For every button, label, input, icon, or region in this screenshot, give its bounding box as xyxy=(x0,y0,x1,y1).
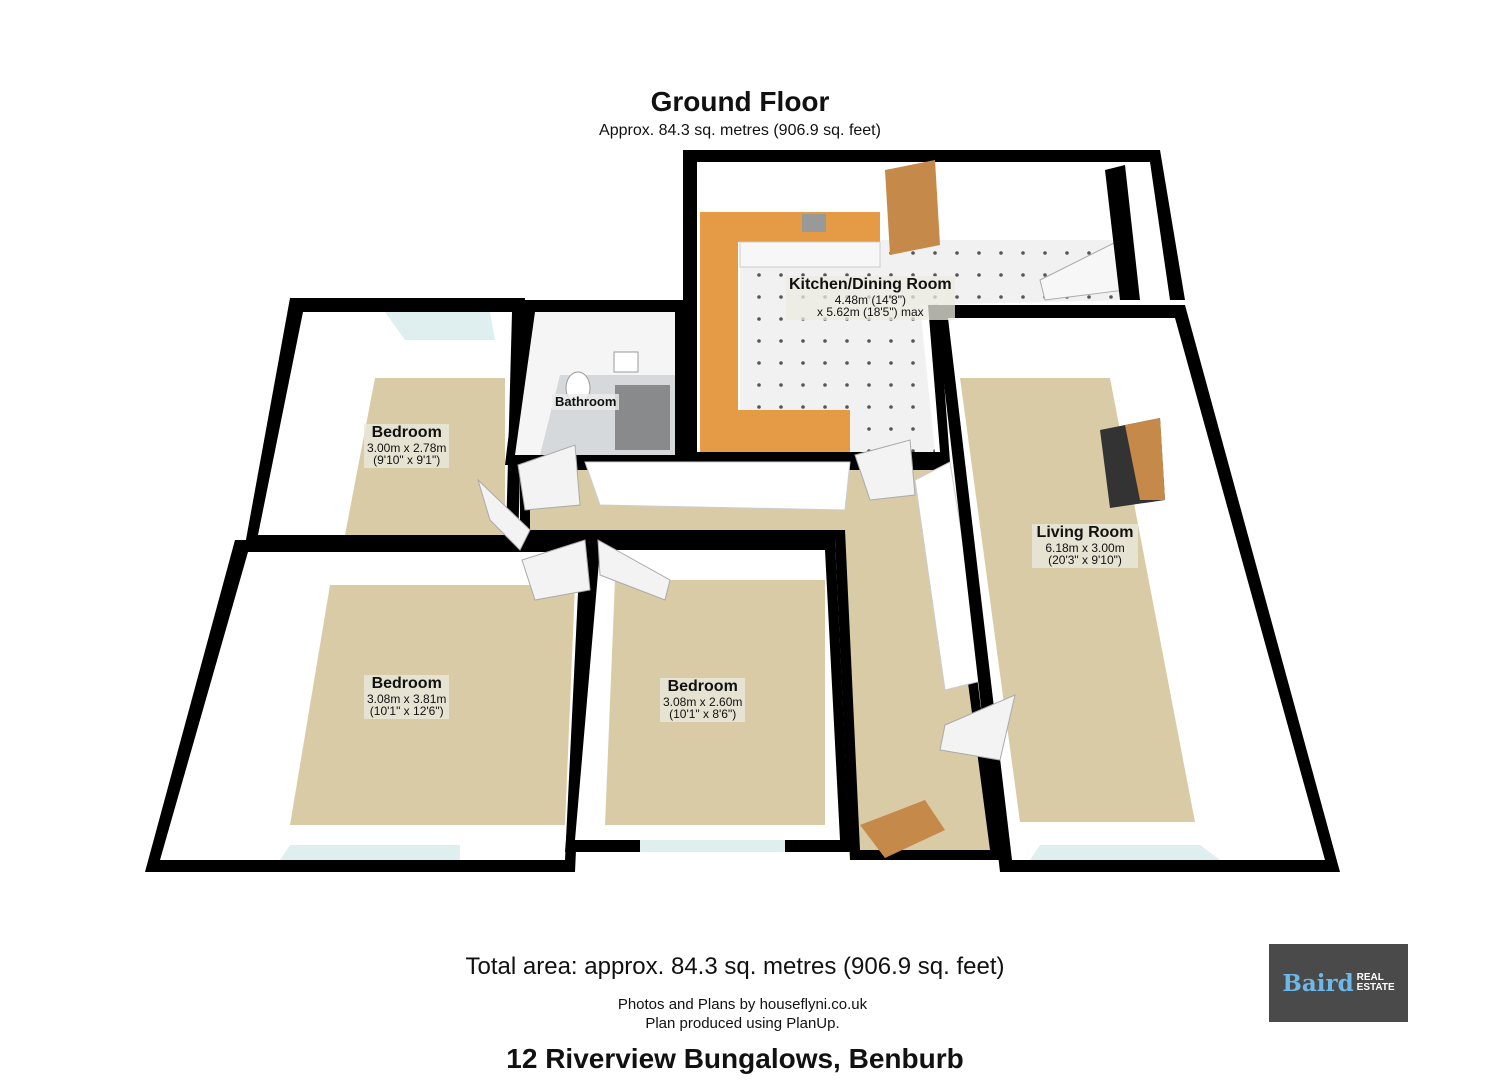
radiator xyxy=(939,694,1016,761)
room-label-living: Living Room 6.18m x 3.00m (20'3" x 9'10"… xyxy=(1032,524,1138,568)
bedroom-door xyxy=(521,539,591,601)
bedroom-door xyxy=(476,478,531,551)
room-dimension: 3.00m x 2.78m xyxy=(367,440,447,455)
room-label-bathroom: Bathroom xyxy=(552,394,620,410)
room-dimension: (10'1" x 8'6") xyxy=(669,707,737,722)
room-label-bedroom-1: Bedroom 3.00m x 2.78m (9'10" x 9'1") xyxy=(364,424,450,468)
room-dimension: 6.18m x 3.00m xyxy=(1045,540,1125,555)
logo-brand: Baird xyxy=(1282,969,1354,997)
hallway xyxy=(520,461,1000,860)
room-name: Bedroom xyxy=(371,675,442,692)
bathroom-door xyxy=(517,444,581,511)
room-dimension: 4.48m (14'8") xyxy=(834,292,906,307)
logo-line1: REAL xyxy=(1356,972,1384,983)
bedroom-1 xyxy=(245,298,525,545)
room-dimension: 3.08m x 2.60m xyxy=(663,694,743,709)
total-area: Total area: approx. 84.3 sq. metres (906… xyxy=(465,953,1005,980)
plan-credit: Plan produced using PlanUp. xyxy=(645,1015,840,1032)
room-dimension: 3.08m x 3.81m xyxy=(367,691,447,706)
bathroom xyxy=(505,300,685,465)
property-address: 12 Riverview Bungalows, Benburb xyxy=(506,1043,964,1074)
living-room xyxy=(935,305,1340,872)
room-dimension: (20'3" x 9'10") xyxy=(1048,553,1122,568)
room-label-bedroom-2: Bedroom 3.08m x 3.81m (10'1" x 12'6") xyxy=(364,675,450,719)
photo-credit: Photos and Plans by houseflyni.co.uk xyxy=(617,996,868,1013)
bedroom-door xyxy=(597,539,671,601)
room-dimension: (9'10" x 9'1") xyxy=(373,453,441,468)
room-label-bedroom-3: Bedroom 3.08m x 2.60m (10'1" x 8'6") xyxy=(660,678,746,722)
room-name: Kitchen/Dining Room xyxy=(789,276,952,293)
floor-area: Approx. 84.3 sq. metres (906.9 sq. feet) xyxy=(599,122,881,139)
room-name: Bedroom xyxy=(667,678,738,695)
room-name: Living Room xyxy=(1036,524,1134,541)
front-door xyxy=(885,160,940,255)
logo-line2: ESTATE xyxy=(1356,982,1395,993)
room-dimension: (10'1" x 12'6") xyxy=(369,704,444,719)
room-label-kitchen: Kitchen/Dining Room 4.48m (14'8") x 5.62… xyxy=(786,276,955,320)
room-name: Bedroom xyxy=(371,424,442,441)
kitchen-door xyxy=(854,439,916,501)
room-dimension: x 5.62m (18'5") max xyxy=(817,305,924,320)
room-name: Bathroom xyxy=(555,394,617,409)
floor-title: Ground Floor xyxy=(650,86,830,117)
